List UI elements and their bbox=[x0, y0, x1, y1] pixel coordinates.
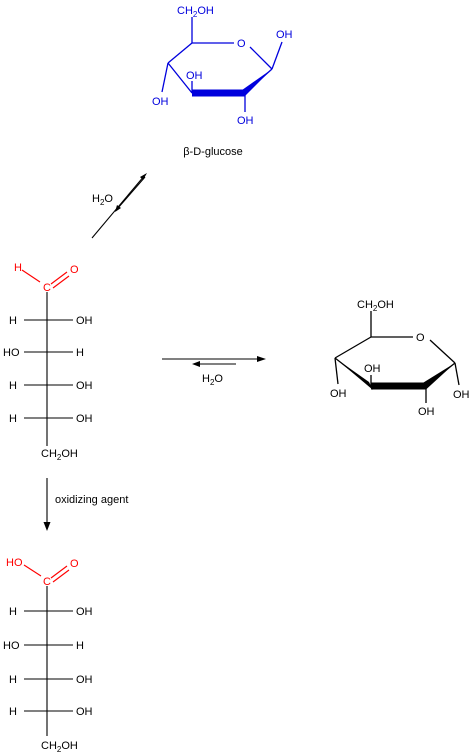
open-chain-backbone bbox=[24, 292, 73, 446]
row-4-left: H bbox=[9, 413, 17, 425]
beta-bold-bond-c3-c2 bbox=[192, 89, 245, 97]
acid-row-2-left: HO bbox=[3, 640, 20, 652]
alpha-bond-c1-oh bbox=[454, 362, 460, 386]
gluconic-acid-backbone bbox=[24, 586, 73, 736]
gluconic-acid-labels: H OH HO H H OH H OH CH2OH bbox=[3, 606, 93, 754]
acid-row-2-right: H bbox=[76, 640, 84, 652]
hydration-label-right: H2O bbox=[202, 373, 223, 387]
row-3-right: OH bbox=[76, 380, 93, 392]
forward-arrow-head bbox=[140, 173, 147, 180]
acid-row-4-left: H bbox=[9, 706, 17, 718]
aldehyde-hydrogen: H bbox=[14, 262, 22, 274]
carboxyl-oxygen: O bbox=[70, 558, 79, 570]
double-bond-c-o-2 bbox=[52, 275, 70, 289]
carboxyl-hydroxyl: HO bbox=[6, 557, 23, 569]
acid-row-3-left: H bbox=[9, 674, 17, 686]
open-chain-ch2oh: CH2OH bbox=[41, 448, 78, 462]
alpha-ring-bond-c5-c4 bbox=[334, 336, 372, 359]
alpha-oh-c3: OH bbox=[364, 363, 381, 375]
alpha-wedge-c4-c3 bbox=[335, 358, 373, 390]
gluconic-acid-carboxyl: HO C O bbox=[6, 557, 79, 588]
beta-oh-c4: OH bbox=[152, 96, 169, 108]
carboxyl-double-bond-1 bbox=[50, 565, 68, 579]
carboxyl-carbon: C bbox=[43, 576, 51, 588]
open-chain-carbonyl: H C O bbox=[14, 262, 79, 294]
row-4-right: OH bbox=[76, 413, 93, 425]
alpha-wedge-c2-c1 bbox=[423, 363, 455, 390]
alpha-bold-bond-c3-c2 bbox=[371, 382, 426, 390]
alpha-oh-anomeric: OH bbox=[453, 389, 470, 401]
alpha-ch2oh-label: CH2OH bbox=[357, 299, 394, 313]
beta-wedge-c2-c1 bbox=[242, 69, 272, 96]
reverse-arrow-head-left bbox=[192, 361, 200, 367]
beta-wedge-c4-c3 bbox=[168, 63, 194, 96]
ring-bond-c5-c4 bbox=[167, 42, 193, 64]
reverse-arrow-head bbox=[115, 205, 121, 212]
acid-row-4-right: OH bbox=[76, 706, 93, 718]
bond-c4-oh bbox=[161, 62, 169, 93]
alpha-ring-bond-o-c1 bbox=[429, 339, 456, 364]
carbonyl-carbon: C bbox=[43, 282, 51, 294]
beta-glucose-labels: CH2OH O OH OH OH OH bbox=[152, 5, 293, 127]
row-2-right: H bbox=[76, 347, 84, 359]
acid-row-1-right: OH bbox=[76, 606, 93, 618]
row-1-left: H bbox=[9, 315, 17, 327]
beta-glucose-name: β-D-glucose bbox=[183, 146, 243, 158]
beta-ring-oxygen: O bbox=[237, 38, 246, 50]
alpha-bond-c4-oh bbox=[334, 357, 339, 385]
beta-oh-c3: OH bbox=[186, 70, 203, 82]
acid-row-1-left: H bbox=[9, 606, 17, 618]
carbonyl-oxygen: O bbox=[70, 264, 79, 276]
bond-ho-c bbox=[23, 564, 42, 577]
double-bond-c-o-1 bbox=[50, 271, 68, 285]
row-3-left: H bbox=[9, 380, 17, 392]
acid-row-3-right: OH bbox=[76, 674, 93, 686]
alpha-oh-c4: OH bbox=[330, 388, 347, 400]
open-chain-labels: H OH HO H H OH H OH CH2OH bbox=[3, 315, 93, 462]
alpha-oh-c2: OH bbox=[418, 406, 435, 418]
carboxyl-double-bond-2 bbox=[52, 569, 70, 583]
row-2-left: HO bbox=[3, 347, 20, 359]
ring-bond-o-c1 bbox=[249, 46, 273, 70]
beta-oh-anomeric: OH bbox=[276, 29, 293, 41]
alpha-glucose-labels: CH2OH O OH OH OH OH bbox=[330, 299, 470, 418]
beta-glucose-structure bbox=[161, 17, 283, 112]
forward-arrow-head-right bbox=[257, 356, 266, 362]
hydration-label-top: H2O bbox=[92, 193, 113, 207]
acid-ch2oh: CH2OH bbox=[41, 740, 78, 754]
alpha-ring-oxygen: O bbox=[416, 332, 425, 344]
oxidizing-agent-label: oxidizing agent bbox=[55, 494, 128, 506]
bond-c1-oh bbox=[271, 41, 283, 70]
oxidation-arrow-head bbox=[43, 522, 51, 531]
equilibrium-arrow-open-alpha bbox=[162, 358, 262, 365]
bond-h-c bbox=[21, 269, 41, 283]
row-1-right: OH bbox=[76, 315, 93, 327]
reverse-arrow-shaft bbox=[117, 176, 146, 209]
beta-ch2oh-label: CH2OH bbox=[177, 5, 214, 19]
beta-oh-c2: OH bbox=[237, 115, 254, 127]
